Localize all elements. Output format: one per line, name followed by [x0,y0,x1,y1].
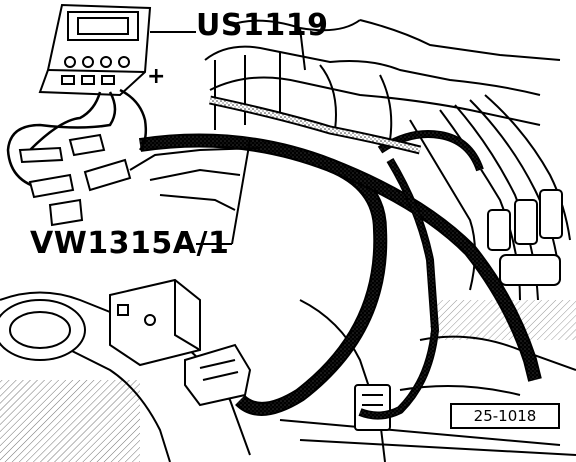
intake-manifold [204,19,561,141]
leader-lines [150,31,251,245]
connector-plug [184,343,252,407]
shadow-area [0,380,140,462]
sensor-block [109,278,201,367]
throttle-body [0,299,86,361]
probe-clips [18,133,132,227]
tester-label: US1119 [196,8,329,43]
meter-leads [6,88,148,192]
adapter-cable [129,147,261,211]
right-connector [354,384,391,431]
adapter-label: VW1315A/1 [30,226,230,261]
multimeter [38,3,152,97]
polarity-plus-label: + [147,64,166,89]
coil-connectors [487,189,563,286]
figure-number: 25-1018 [450,403,560,429]
